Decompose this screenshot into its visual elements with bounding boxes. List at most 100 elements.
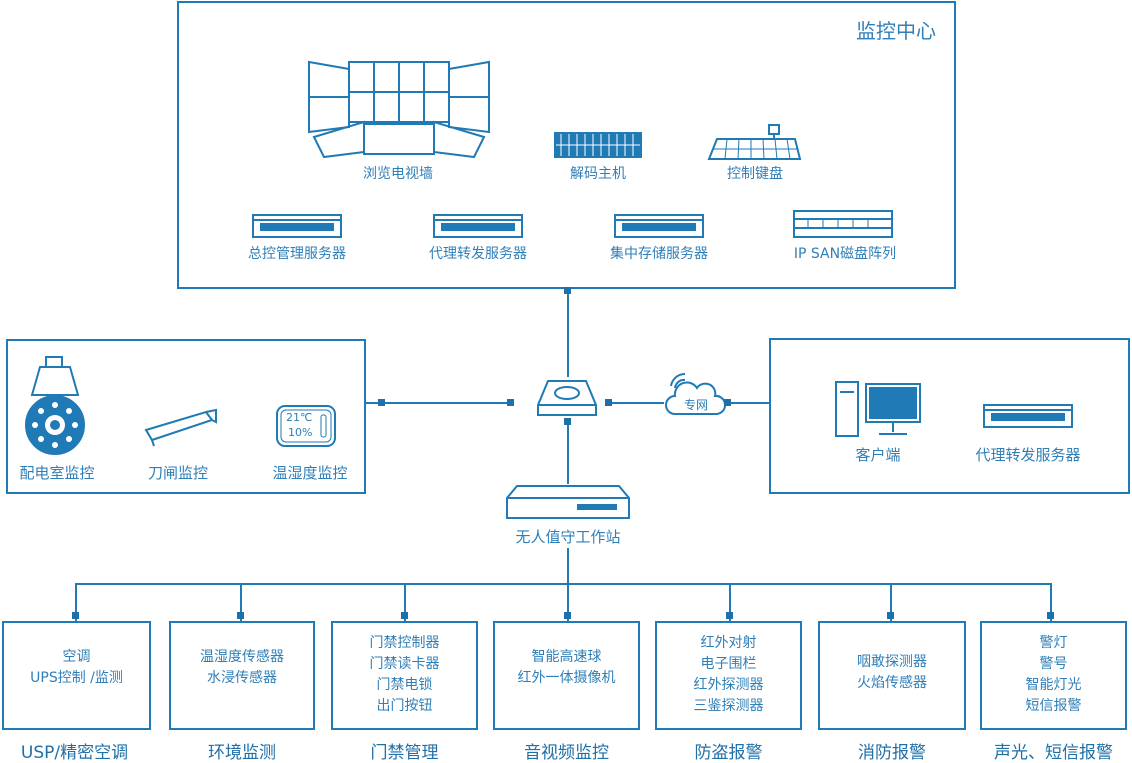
bus-drop [1050,583,1052,621]
link-dot [237,612,244,619]
link-dot [401,612,408,619]
subsystem-item: 警灯 [1039,635,1068,651]
subsystem-item: 门禁读卡器 [369,656,440,672]
storage-server-label: 集中存储服务器 [610,246,708,262]
subsystem-box [818,621,966,730]
desktop-pc-icon [835,381,921,437]
bus-drop [404,583,406,621]
subsystem-item: 电子围栏 [700,656,757,672]
subsystem-item: 门禁控制器 [369,635,440,651]
subsystem-bus [75,583,1050,585]
subsystem-items: 门禁控制器 门禁读卡器 门禁电锁 出门按钮 [331,633,478,717]
decoder-label: 解码主机 [570,166,626,182]
thermo-hygrometer-icon [276,405,336,447]
subsystem-box [169,621,315,730]
subsystem-items: 警灯 警号 智能灯光 短信报警 [980,633,1127,717]
proxy-server-icon [433,214,523,238]
router-icon [537,380,597,416]
subsystem-caption: 门禁管理 [370,743,439,763]
subsystem-item: 警号 [1039,656,1068,672]
san-array-icon [793,210,893,238]
subsystem-box [980,621,1127,730]
bullet-camera-icon [144,408,217,447]
subsystem-item: 智能灯光 [1025,677,1082,693]
bus-drop [75,583,77,621]
subsystem-items: 红外对射 电子围栏 红外探测器 三鉴探测器 [655,633,802,717]
link-station-bus [567,548,569,584]
bus-drop [240,583,242,621]
power-room-label: 配电室监控 [19,464,95,482]
switch-label: 刀闸监控 [147,464,208,482]
thermo-temp-value: 21℃ [286,411,313,424]
link-dot [507,399,514,406]
link-left-router [366,402,510,404]
video-wall-icon [308,60,490,159]
subsystem-item: 水浸传感器 [207,670,277,686]
subsystem-items: 温湿度传感器 水浸传感器 [169,647,315,689]
subsystem-item: 三鉴探测器 [693,698,764,714]
subsystem-box [655,621,802,730]
subsystem-item: 红外探测器 [693,677,764,693]
subsystem-items: 智能高速球 红外一体摄像机 [493,647,640,689]
client-label: 客户端 [855,446,901,464]
main-server-icon [252,214,342,238]
thermo-hum-value: 10% [288,426,313,439]
link-dot [887,612,894,619]
subsystem-items: 空调 UPS控制 /监测 [2,647,151,689]
keyboard-icon [707,124,802,160]
cloud-label: 专网 [683,398,708,412]
bus-drop [729,583,731,621]
subsystem-box [493,621,640,730]
san-array-label: IP SAN磁盘阵列 [793,246,897,262]
temp-humidity-label: 温湿度监控 [272,464,348,482]
link-cloud-right [727,402,769,404]
monitoring-center-title: 监控中心 [856,19,936,43]
subsystem-item: 红外一体摄像机 [517,670,616,686]
link-dot [564,612,571,619]
subsystem-item: 红外对射 [700,635,757,651]
subsystem-item: 短信报警 [1025,698,1082,714]
subsystem-item: 咽敢探测器 [857,654,927,670]
link-dot [564,287,571,294]
subsystem-caption: 声光、短信报警 [994,743,1113,763]
link-dot [72,612,79,619]
link-dot [726,612,733,619]
subsystem-box [331,621,478,730]
subsystem-item: 温湿度传感器 [200,649,284,665]
main-server-label: 总控管理服务器 [248,246,346,262]
link-router-cloud [608,402,664,404]
subsystem-item: 空调 [62,649,91,665]
subsystem-item: 出门按钮 [376,698,433,714]
bus-drop [567,583,569,621]
remote-client-box [769,338,1130,494]
link-dot [724,399,731,406]
subsystem-item: UPS控制 /监测 [30,670,123,686]
proxy-server-label: 代理转发服务器 [429,246,527,262]
link-dot [564,418,571,425]
workstation-label: 无人值守工作站 [515,528,621,546]
storage-server-icon [614,214,704,238]
link-router-station [567,420,569,484]
subsystem-caption: 消防报警 [858,743,926,763]
subsystem-caption: 环境监测 [208,743,276,763]
subsystem-box [2,621,151,730]
subsystem-caption: 防盗报警 [694,743,763,763]
remote-proxy-server-icon [983,404,1073,428]
subsystem-items: 咽敢探测器 火焰传感器 [818,652,966,694]
link-dot [1047,612,1054,619]
decoder-icon [554,132,642,158]
link-center-router [567,289,569,377]
workstation-icon [506,485,630,519]
link-dot [378,399,385,406]
link-dot [605,399,612,406]
bus-drop [890,583,892,621]
subsystem-item: 火焰传感器 [857,675,927,691]
video-wall-label: 浏览电视墙 [363,166,433,182]
remote-proxy-server-label: 代理转发服务器 [975,446,1081,464]
subsystem-item: 智能高速球 [531,649,602,665]
dome-camera-icon [25,356,85,455]
subsystem-caption: USP/精密空调 [20,743,129,763]
subsystem-caption: 音视频监控 [524,743,609,763]
subsystem-item: 门禁电锁 [376,677,433,693]
keyboard-label: 控制键盘 [727,166,783,182]
